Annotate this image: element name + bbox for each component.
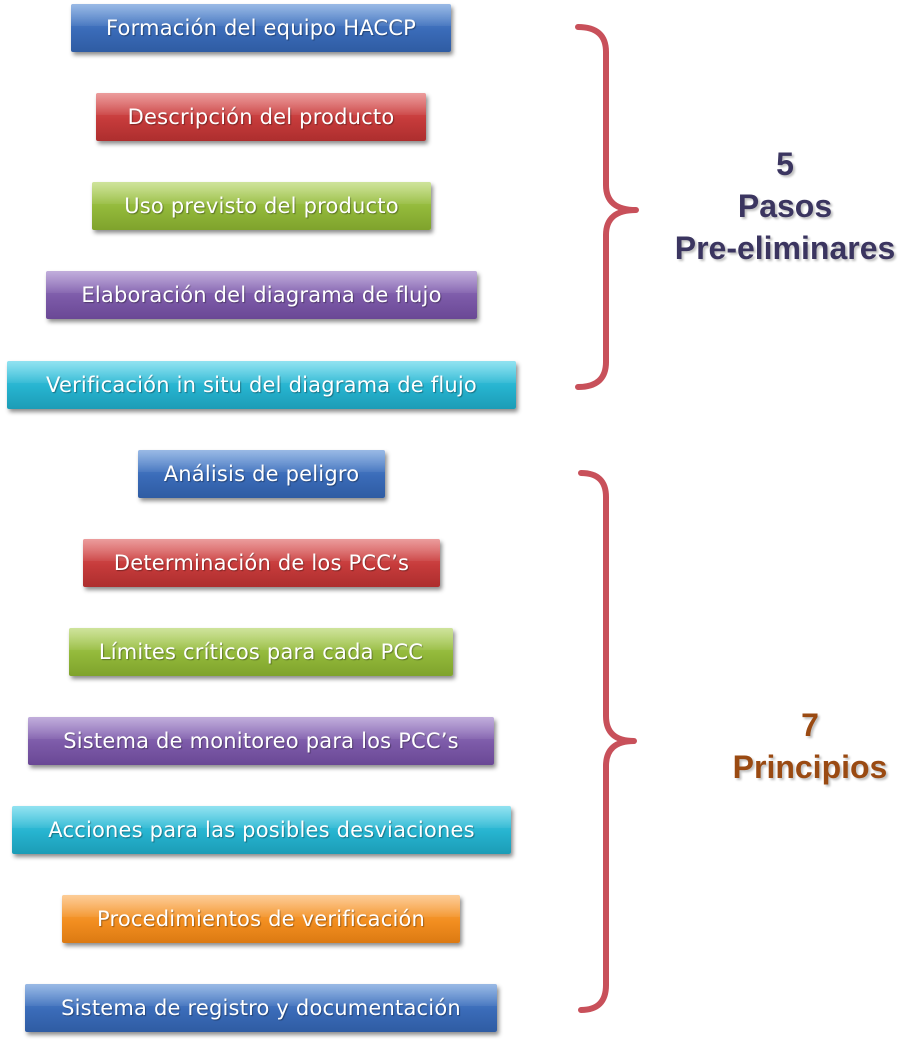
label-preliminary-number: 5	[776, 146, 794, 182]
label-preliminary: 5 Pasos Pre-eliminares	[670, 143, 900, 269]
bracket-principles	[578, 470, 637, 1013]
step-uso-previsto: Uso previsto del producto	[92, 182, 431, 230]
step-verificacion-diagrama: Verificación in situ del diagrama de flu…	[7, 361, 516, 409]
principle-sistema-registro: Sistema de registro y documentación	[25, 984, 497, 1032]
principle-sistema-monitoreo: Sistema de monitoreo para los PCC’s	[28, 717, 494, 765]
label-principles-line1: Principios	[732, 749, 888, 785]
label-principles: 7 Principios	[715, 704, 903, 788]
step-elaboracion-diagrama: Elaboración del diagrama de flujo	[46, 271, 477, 319]
principle-procedimientos-verificacion: Procedimientos de verificación	[62, 895, 460, 943]
principle-determinacion-pcc: Determinación de los PCC’s	[83, 539, 440, 587]
principle-acciones-desviaciones: Acciones para las posibles desviaciones	[12, 806, 511, 854]
step-descripcion-producto: Descripción del producto	[96, 93, 426, 141]
label-principles-number: 7	[801, 707, 819, 743]
principle-limites-criticos: Límites críticos para cada PCC	[69, 628, 453, 676]
principle-analisis-peligro: Análisis de peligro	[138, 450, 385, 498]
step-formacion-equipo: Formación del equipo HACCP	[71, 4, 451, 52]
label-preliminary-line2: Pre-eliminares	[674, 230, 896, 266]
label-preliminary-line1: Pasos	[737, 188, 833, 224]
bracket-preliminary	[575, 24, 639, 390]
